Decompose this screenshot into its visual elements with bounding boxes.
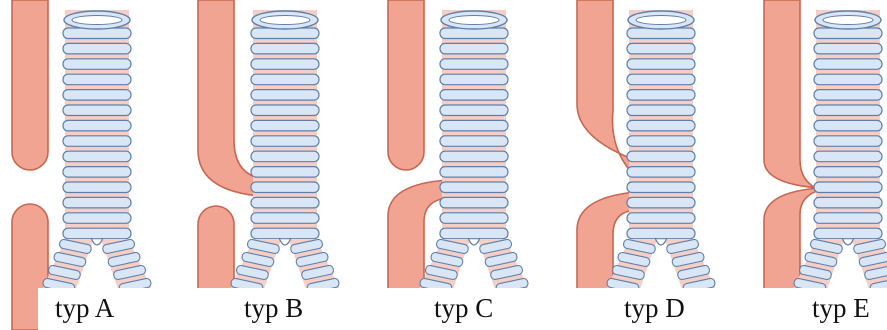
trachea-typ-c (418, 10, 530, 293)
esophagus-typ-a (12, 0, 48, 330)
panel-typ-d (577, 0, 717, 330)
trachea-typ-b (229, 10, 341, 293)
trachea-typ-c-left-bronchus (418, 239, 470, 293)
trachea-typ-a-right-bronchus (101, 239, 153, 293)
caption-typ-b: typ B (244, 292, 303, 324)
trachea-typ-a (41, 10, 153, 293)
caption-typ-e: typ E (812, 292, 870, 324)
caption-typ-c: typ C (434, 292, 493, 324)
trachea-typ-d (605, 10, 717, 293)
trachea-typ-b-right-bronchus (289, 239, 341, 293)
panel-typ-c (388, 0, 530, 330)
upper-esophageal-pouch-with-fistula (198, 0, 259, 196)
caption-typ-d: typ D (624, 292, 685, 324)
caption-typ-a: typ A (55, 292, 114, 324)
trachea-typ-d-right-bronchus (665, 239, 717, 293)
trachea-typ-e (792, 10, 887, 293)
upper-esophageal-pouch-with-fistula (577, 0, 635, 176)
trachea-typ-c-right-bronchus (478, 239, 530, 293)
upper-esophageal-pouch (12, 0, 48, 170)
panel-typ-e (764, 0, 887, 330)
panel-typ-a (12, 0, 153, 330)
upper-esophageal-pouch (388, 0, 424, 170)
trachea-typ-e-right-bronchus (852, 239, 887, 293)
trachea-typ-b-left-bronchus (229, 239, 281, 293)
panel-typ-b (198, 0, 341, 330)
